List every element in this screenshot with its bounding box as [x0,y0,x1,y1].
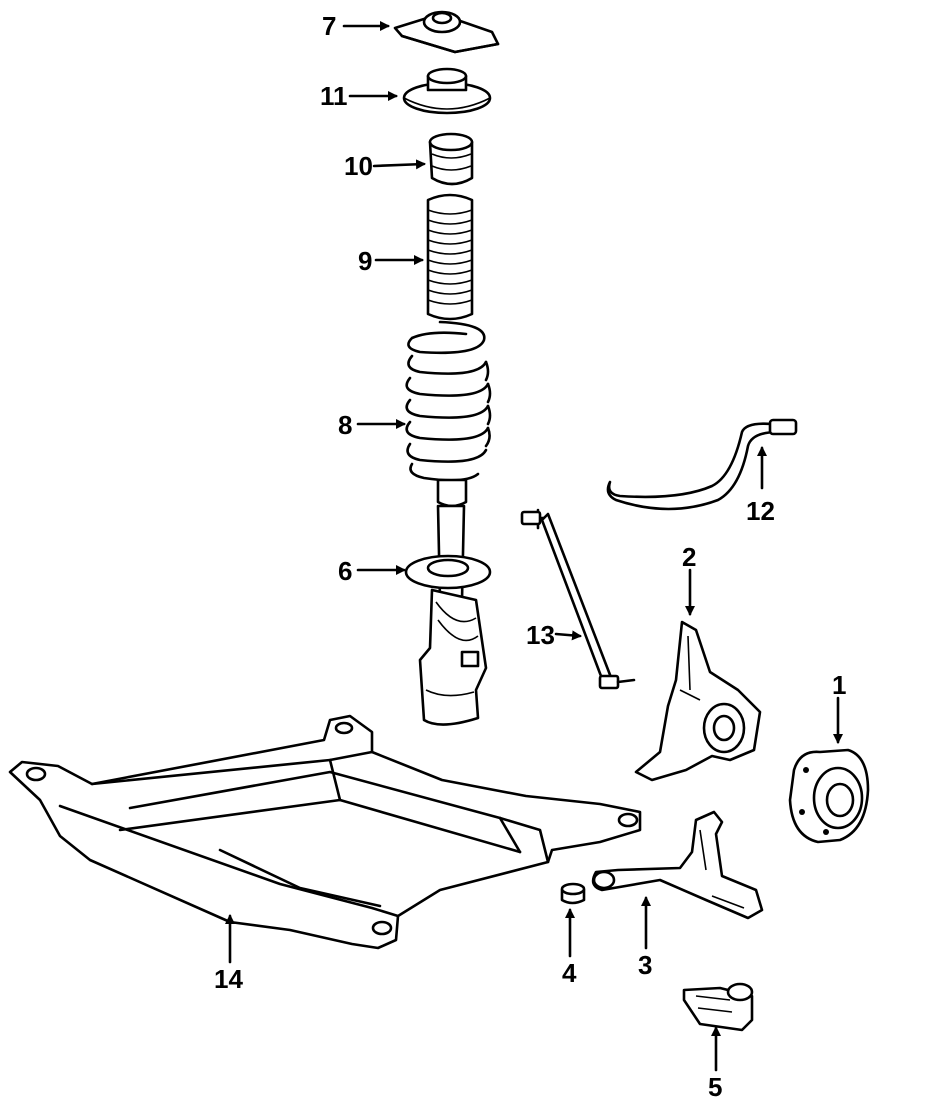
callout-2: 2 [682,542,696,572]
ball-joint-part [682,982,754,1032]
steering-knuckle-part [634,620,762,782]
strut-mount-part [393,10,500,54]
spring-seat-upper-part [428,132,474,186]
callout-1: 1 [832,670,846,700]
callout-13: 13 [526,620,555,650]
callout-11: 11 [320,81,348,111]
callout-9: 9 [358,246,372,276]
callout-5: 5 [708,1072,722,1102]
callout-4: 4 [562,958,577,988]
coil-spring-part [405,320,492,482]
lower-control-arm-part [591,810,764,920]
hub-bearing-part [788,748,870,844]
callout-14: 14 [214,964,243,994]
callout-8: 8 [338,410,352,440]
callout-10: 10 [344,151,373,181]
callout-labels: 7 11 10 9 8 6 13 12 2 1 3 4 5 14 [214,11,846,1102]
leader-arrows [225,21,843,1072]
dust-boot-part [426,193,474,321]
callout-12: 12 [746,496,775,526]
callout-7: 7 [322,11,336,41]
callout-3: 3 [638,950,652,980]
bearing-plate-part [402,67,492,115]
leader-10 [372,159,426,170]
strut-assembly-part [404,478,492,726]
stabilizer-link-part [520,508,636,690]
stabilizer-bar-part [606,418,798,511]
leader-13 [554,630,582,641]
crossmember-part [8,714,642,950]
callout-6: 6 [338,556,352,586]
bushing-part [560,882,586,905]
